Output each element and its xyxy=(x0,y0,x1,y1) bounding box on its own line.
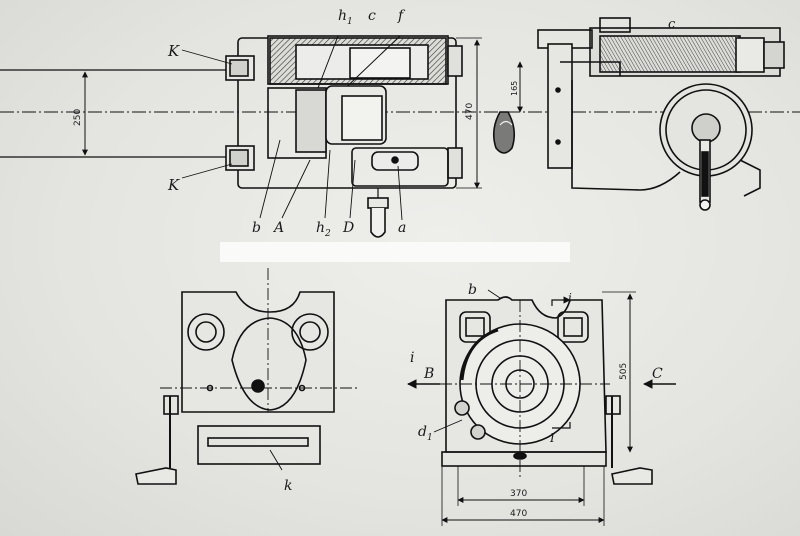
label-c-right: c xyxy=(668,17,676,32)
dim-470-bottom: 470 xyxy=(510,509,527,519)
label-A: A xyxy=(272,220,284,236)
label-h1: h xyxy=(338,8,347,24)
blank-paper-strip xyxy=(220,242,570,262)
label-k: k xyxy=(284,478,292,494)
label-i-top: i xyxy=(568,291,572,305)
dim-505: 505 xyxy=(619,363,629,380)
label-a: a xyxy=(398,220,406,236)
dim-470-top: 470 xyxy=(465,103,475,120)
label-C: C xyxy=(652,366,663,382)
label-h1-sub: 1 xyxy=(347,17,353,27)
part-labels: K K h 1 c f b A h 2 D a c k b i i B C I … xyxy=(167,8,676,494)
label-i-left: i xyxy=(410,350,414,366)
dim-370: 370 xyxy=(510,489,527,499)
label-D: D xyxy=(342,220,354,236)
front-view-bottom-left xyxy=(135,268,360,485)
side-view-top-right xyxy=(492,17,785,211)
dim-165: 165 xyxy=(510,81,519,96)
label-B: B xyxy=(423,366,434,382)
label-b-right: b xyxy=(468,282,477,298)
label-h2: h xyxy=(316,220,325,236)
dim-250: 250 xyxy=(73,109,83,126)
label-f: f xyxy=(397,8,406,24)
label-K-top: K xyxy=(167,42,180,60)
plan-view-top xyxy=(0,35,800,238)
label-d1-sub: 1 xyxy=(427,433,433,443)
label-b-top: b xyxy=(252,220,261,236)
dimension-labels: 250 470 165 505 370 470 xyxy=(73,81,629,519)
label-h2-sub: 2 xyxy=(324,229,331,239)
label-c-top: c xyxy=(368,8,376,24)
front-view-bottom-right xyxy=(407,289,676,526)
label-K-bottom: K xyxy=(167,176,180,194)
label-I-bottom: I xyxy=(549,431,555,445)
label-d1: d xyxy=(418,424,427,440)
